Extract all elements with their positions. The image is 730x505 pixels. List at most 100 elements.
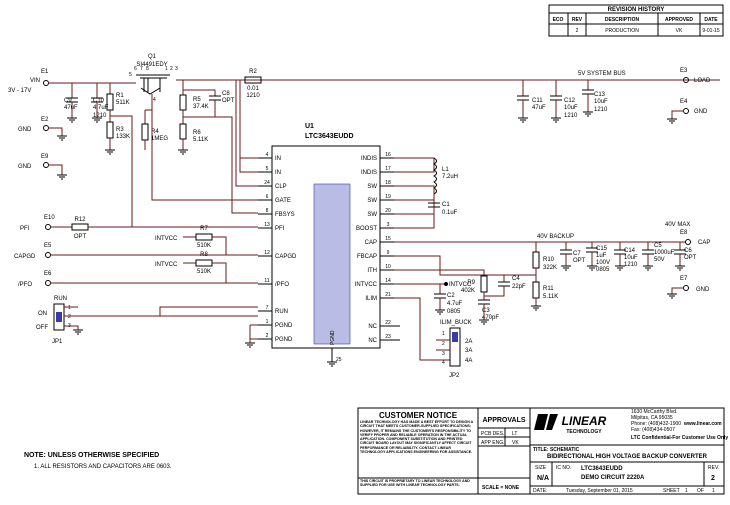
c2-value: 4.7uF — [447, 301, 463, 307]
ic-pin-name: IN — [275, 156, 281, 162]
address-line-3: Phone: (408)432-1900 — [631, 421, 681, 427]
capacitor-c3: C3 470pF — [478, 299, 499, 325]
size-value: N/A — [537, 475, 549, 482]
jp1-on-label: ON — [38, 311, 47, 317]
r9-value: 402K — [461, 288, 475, 294]
c10-value: 4.7uF — [93, 105, 109, 111]
pfo-port: E6 /PFO — [18, 271, 258, 288]
ic-pin-name: RUN — [275, 309, 288, 315]
gnd-e9-id: E9 — [41, 154, 49, 160]
c8-ref: C8 — [222, 91, 230, 97]
pfi-id: E10 — [44, 215, 55, 221]
cap-port: E8 CAP — [680, 230, 710, 246]
r3-ref: R3 — [116, 127, 124, 133]
c8-value: OPT — [222, 98, 235, 104]
jp2-option-3a: 3A — [465, 348, 472, 354]
c3-ref: C3 — [482, 308, 490, 314]
jp2-pin-4: 4 — [442, 360, 445, 366]
ic-pin-name: FBCAP — [357, 254, 377, 260]
date-value: Tuesday, September 01, 2015 — [566, 488, 633, 494]
max-voltage-label: 40V MAX — [665, 222, 690, 228]
c12-pkg: 1210 — [564, 113, 578, 119]
jp2-option-4a: 4A — [465, 358, 472, 364]
address-line-4: Fax: (408)434-0507 — [631, 427, 675, 433]
app-eng-label: APP ENG. — [481, 440, 505, 446]
rev-header-rev: REV — [572, 17, 583, 23]
c2-ref: C2 — [447, 293, 455, 299]
load-port: E3 LOAD — [680, 68, 711, 84]
q1-pin-6: 6 — [134, 66, 137, 72]
gnd-e4-id: E4 — [680, 99, 688, 105]
resistor-r4: R4 1MEG — [141, 109, 258, 201]
r3-value: 133K — [116, 134, 130, 140]
ic-pin-name: ITH — [367, 268, 377, 274]
intvcc-net: INTVCC — [394, 282, 472, 288]
pfi-label: PFI — [20, 226, 30, 232]
rev-header-approved: APPROVED — [665, 17, 693, 23]
jp2-option-2a: 2A — [465, 339, 472, 345]
app-eng-value: VK — [512, 440, 519, 446]
rev-row-rev: 2 — [576, 28, 579, 34]
c2-pkg: 0805 — [447, 309, 461, 315]
c15-value: 1uF — [596, 253, 607, 259]
ic-pin-name: SW — [367, 184, 377, 190]
c4-value: 22pF — [512, 284, 526, 290]
r7-ref: R7 — [200, 226, 208, 232]
ic-pin-name: INDIS — [361, 170, 377, 176]
gnd-e9-label: GND — [18, 164, 32, 170]
load-label: LOAD — [694, 78, 711, 84]
pcb-des-value: LT — [512, 431, 517, 437]
c5-ref: C5 — [654, 243, 662, 249]
capacitor-c6: C6 OPT — [674, 242, 697, 271]
r6-ref: R6 — [193, 130, 201, 136]
ic-ref: U1 — [305, 123, 314, 130]
q1-pin-2: 2 — [170, 66, 173, 72]
c6-ref: C6 — [684, 248, 692, 254]
rev-header-date: DATE — [704, 17, 718, 23]
jp1-pin-1: 1 — [68, 305, 71, 311]
ic-pin-name: FBSYS — [275, 212, 295, 218]
capacitor-c10: C10 4.7uF 1210 — [91, 83, 109, 123]
capacitor-c9: C9 47uF — [64, 83, 78, 123]
r11-value: 5.11K — [543, 294, 558, 300]
c12-value: 10uF — [564, 105, 578, 111]
c13-value: 10uF — [594, 99, 608, 105]
ic-pin-num: 18 — [385, 180, 391, 186]
ic-pin-num: 3 — [387, 222, 390, 228]
capacitor-c8: C8 OPT — [183, 91, 235, 118]
gnd-e2-id: E2 — [41, 117, 49, 123]
capacitor-c1: C1 0.1uF — [394, 202, 458, 229]
q1-pin-5: 5 — [129, 72, 132, 78]
capgd-label: CAPGD — [14, 254, 36, 260]
capgd-id: E5 — [44, 243, 52, 249]
pcb-des-label: PCB DES. — [481, 431, 504, 437]
gnd-port-e7: E7 GND — [667, 276, 710, 299]
icno-label: IC NO. — [556, 465, 571, 471]
ic-pin-num: 15 — [385, 236, 391, 242]
note-item-1: 1. ALL RESISTORS AND CAPACITORS ARE 0603… — [34, 464, 172, 470]
c7-ref: C7 — [573, 251, 581, 257]
r10-value: 322K — [543, 265, 557, 271]
capacitor-c15: C15 1uF 100V 0805 — [586, 242, 610, 273]
q1-value: SI4491EDY — [136, 62, 167, 68]
c6-value: OPT — [684, 255, 697, 261]
r9-ref: R9 — [467, 280, 475, 286]
ic-pin-num: 14 — [385, 278, 391, 284]
ic-part: LTC3643EUDD — [305, 133, 354, 140]
c5-volt: 50V — [654, 257, 665, 263]
cap-id: E8 — [680, 230, 688, 236]
c1-ref: C1 — [442, 202, 450, 208]
capgd-port: E5 CAPGD — [14, 243, 258, 260]
ic-pin-name: CAPGD — [275, 254, 297, 260]
ic-pin-num: 21 — [385, 292, 391, 298]
c14-value: 10uF — [624, 255, 638, 261]
revision-history-table: REVISION HISTORY ECO REV DESCRIPTION APP… — [548, 4, 724, 37]
customer-notice-text: LINEAR TECHNOLOGY HAS MADE A BEST EFFORT… — [360, 420, 474, 455]
ic-pin-name: SW — [367, 212, 377, 218]
vin-port-label: VIN — [30, 78, 40, 84]
r2-value: 0.01 — [247, 86, 259, 92]
c13-pkg: 1210 — [594, 107, 608, 113]
address-line-1: 1630 McCarthy Blvd. — [631, 409, 677, 415]
vin-port-range: 3V - 17V — [8, 88, 31, 94]
resistor-r11: R11 5.11K — [531, 281, 558, 311]
